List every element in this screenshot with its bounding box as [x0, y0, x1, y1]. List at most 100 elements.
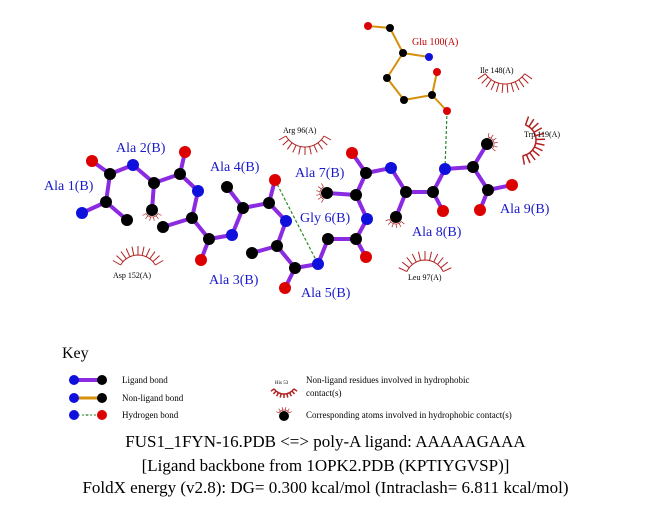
carbon-atom — [174, 168, 186, 180]
nonligand-bond — [389, 27, 404, 54]
carbon-atom — [322, 233, 334, 245]
key-corresponding-atoms: Corresponding atoms involved in hydropho… — [276, 407, 512, 421]
oxygen-atom — [433, 68, 441, 76]
hydrophobic-contact-atom-mark — [316, 183, 324, 203]
oxygen-atom — [86, 155, 98, 167]
nitrogen-atom — [425, 53, 433, 61]
oxygen-atom — [443, 107, 451, 115]
carbon-atom — [399, 49, 407, 57]
caption-line2: [Ligand backbone from 1OPK2.PDB (KPTIYGV… — [141, 456, 510, 475]
hydrophobic-arc-ile148 — [477, 73, 533, 93]
carbon-atom — [390, 211, 402, 223]
label-ala1: Ala 1(B) — [44, 179, 94, 194]
carbon-atom — [350, 233, 362, 245]
label-asp152: Asp 152(A) — [113, 271, 151, 280]
hydrophobic-arc-trp119 — [522, 116, 546, 165]
oxygen-atom — [506, 179, 518, 191]
oxygen-atom — [195, 254, 207, 266]
label-arg96: Arg 96(A) — [283, 126, 317, 135]
carbon-atom — [263, 197, 275, 209]
hydrophobic-contact-atom-mark — [487, 133, 498, 152]
carbon-atom — [289, 262, 301, 274]
key-nonligand-bond: Non-ligand bond — [69, 393, 184, 403]
key-hydrogen-bond: 3.0 Hydrogen bond — [69, 410, 179, 420]
carbon-atom — [121, 214, 133, 226]
label-ala8: Ala 8(B) — [412, 225, 462, 240]
svg-text:Non-ligand bond: Non-ligand bond — [122, 393, 184, 403]
oxygen-atom — [360, 251, 372, 263]
carbon-atom — [400, 186, 412, 198]
hydrophobic-contact-atom-mark — [142, 213, 162, 221]
key-nonligand-residue: His 53 Non-ligand residues involved in h… — [270, 375, 469, 398]
carbon-atom-sample — [279, 411, 289, 421]
hydrogen-bond — [274, 179, 319, 265]
carbon-atom — [427, 186, 439, 198]
nonligand-bond — [403, 94, 433, 101]
oxygen-atom — [474, 204, 486, 216]
carbon-atom — [400, 96, 408, 104]
label-ala4: Ala 4(B) — [210, 160, 260, 175]
nitrogen-atom — [385, 162, 397, 174]
label-ile148: Ile 148(A) — [480, 66, 514, 75]
label-ala2: Ala 2(B) — [116, 141, 166, 156]
carbon-atom — [383, 74, 391, 82]
label-glu100: Glu 100(A) — [412, 37, 458, 48]
nonligand-bond — [386, 52, 404, 79]
carbon-atom — [100, 196, 112, 208]
svg-text:Corresponding atoms involved i: Corresponding atoms involved in hydropho… — [306, 410, 512, 420]
carbon-atom — [360, 167, 372, 179]
oxygen-atom — [364, 22, 372, 30]
label-gly6: Gly 6(B) — [300, 211, 351, 226]
hydrophobic-arc-sample — [270, 388, 298, 398]
nitrogen-atom — [192, 185, 204, 197]
hydrophobic-contact-sample — [276, 407, 292, 414]
caption-line1: FUS1_1FYN-16.PDB <=> poly-A ligand: AAAA… — [125, 432, 526, 451]
carbon-atom — [104, 168, 116, 180]
carbon-atom — [481, 138, 493, 150]
key-title: Key — [62, 345, 89, 362]
oxygen-atom — [437, 205, 449, 217]
label-leu97: Leu 97(A) — [408, 273, 442, 282]
carbon-atom — [246, 247, 258, 259]
carbon-atom — [203, 233, 215, 245]
key-ligand-bond: Ligand bond — [69, 375, 168, 385]
carbon-atom — [428, 91, 436, 99]
carbon-atom — [321, 187, 333, 199]
svg-text:contact(s): contact(s) — [306, 388, 341, 398]
label-ala9: Ala 9(B) — [500, 202, 550, 217]
svg-text:3.0: 3.0 — [85, 413, 89, 417]
caption-line3: FoldX energy (v2.8): DG= 0.300 kcal/mol … — [82, 478, 569, 497]
nitrogen-atom — [439, 163, 451, 175]
hydrophobic-arc-arg96 — [278, 135, 332, 155]
oxygen-atom — [346, 147, 358, 159]
label-ala5: Ala 5(B) — [301, 286, 351, 301]
oxygen-atom — [269, 174, 281, 186]
label-ala7: Ala 7(B) — [295, 166, 345, 181]
carbon-atom — [350, 189, 362, 201]
nitrogen-atom — [280, 215, 292, 227]
carbon-atom — [467, 161, 479, 173]
label-ala3: Ala 3(B) — [209, 273, 259, 288]
carbon-atom — [386, 24, 394, 32]
nitrogen-atom — [76, 207, 88, 219]
oxygen-atom — [179, 146, 191, 158]
hydrophobic-arc-leu97 — [398, 251, 452, 273]
carbon-atom — [186, 212, 198, 224]
carbon-atom — [482, 184, 494, 196]
carbon-atom — [148, 177, 160, 189]
nitrogen-atom — [312, 258, 324, 270]
label-trp119: Trp 119(A) — [524, 130, 560, 139]
hydrophobic-contact-atom-mark — [385, 219, 405, 229]
carbon-atom — [237, 202, 249, 214]
carbon-atom — [271, 240, 283, 252]
carbon-atom — [146, 204, 158, 216]
carbon-atom — [157, 221, 169, 233]
svg-text:His 53: His 53 — [275, 381, 289, 386]
nonligand-bond — [386, 77, 405, 101]
nonligand-bond — [402, 52, 430, 58]
hydrophobic-arc-asp152 — [112, 246, 164, 266]
svg-text:Hydrogen bond: Hydrogen bond — [122, 410, 179, 420]
nitrogen-atom — [226, 229, 238, 241]
